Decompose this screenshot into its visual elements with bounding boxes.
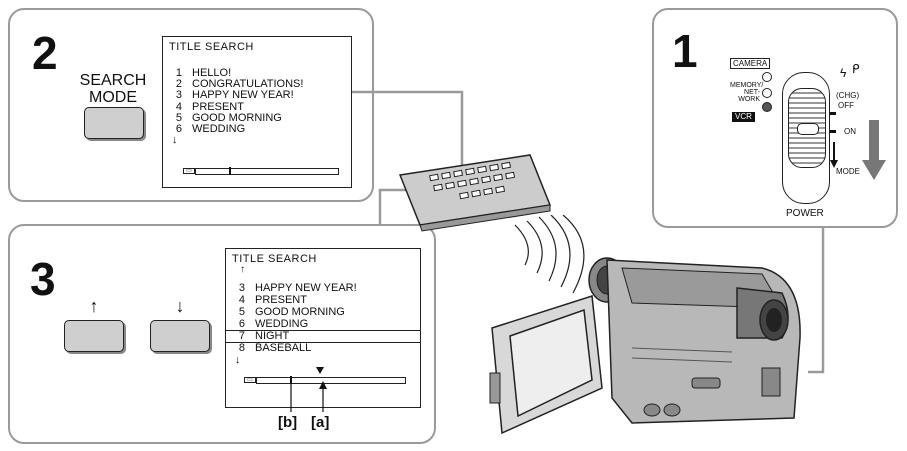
- search-mode-label: SEARCH MODE: [68, 72, 158, 106]
- title-item-text: WEDDING: [192, 123, 246, 135]
- title-item-text: GOOD MORNING: [255, 306, 345, 318]
- cassette-icon: ▭: [183, 168, 195, 174]
- title-item-number: 4: [175, 100, 182, 113]
- step-1-number: 1: [672, 25, 698, 77]
- on-label: ON: [844, 127, 856, 136]
- memory-mode-label: MEMORY/ NET- WORK: [730, 82, 764, 103]
- memory-mode-lamp: [762, 88, 772, 98]
- search-mode-label-line2: MODE: [89, 89, 137, 106]
- title-item-text: GOOD MORNING: [192, 111, 282, 124]
- infrared-waves: [514, 215, 585, 294]
- power-switch-lock-button[interactable]: [797, 123, 819, 135]
- screen-title: TITLE SEARCH: [169, 41, 254, 53]
- title-item-number: 5: [238, 306, 245, 318]
- title-item-number: 8: [238, 342, 245, 354]
- lamp-icon: ᑭ: [852, 62, 860, 76]
- remote-control: [398, 154, 552, 232]
- title-search-screen-2: TITLE SEARCH 1 HELLO! 2 CONGRATULATIONS! 3 HA…: [162, 36, 352, 188]
- title-item-number: 1: [175, 67, 182, 79]
- title-item-number: 2: [175, 78, 182, 91]
- title-item-number: 3: [238, 282, 245, 294]
- title-item-text: PRESENT: [192, 100, 244, 113]
- step-3-number: 3: [30, 253, 56, 305]
- title-item-number: 7: [238, 330, 245, 342]
- callout-b-label: [b]: [278, 414, 298, 431]
- tape-position-bar: [256, 377, 406, 384]
- title-item-text: WEDDING: [255, 318, 309, 330]
- scroll-up-indicator: ↑: [240, 264, 245, 275]
- tape-current-position-marker-b: [290, 376, 292, 384]
- title-item-text: HAPPY NEW YEAR!: [255, 282, 357, 294]
- title-item-number: 6: [175, 123, 182, 135]
- power-switch-housing: [782, 72, 830, 204]
- camera-mode-lamp: [762, 72, 772, 82]
- title-item-text: HELLO!: [192, 67, 232, 79]
- vcr-mode-label: VCR: [732, 112, 755, 122]
- tape-current-position-marker: [229, 167, 231, 175]
- power-label: POWER: [786, 208, 824, 219]
- step-2-number: 2: [32, 27, 58, 79]
- title-item-number: 4: [238, 294, 245, 306]
- step-1-panel: 1 CAMERA MEMORY/ NET- WORK VCR ϟ ᑭ (CHG)…: [652, 8, 898, 228]
- down-button[interactable]: [150, 320, 210, 352]
- scroll-down-indicator: ↓: [235, 354, 241, 366]
- flash-icon: ϟ: [840, 66, 847, 80]
- search-mode-button[interactable]: [84, 107, 144, 139]
- screen-title: TITLE SEARCH: [232, 253, 317, 265]
- selected-row-highlight: [225, 330, 421, 343]
- up-button[interactable]: [64, 320, 124, 352]
- cassette-icon: ▭: [244, 377, 256, 383]
- scroll-down-indicator: ↓: [172, 134, 178, 147]
- mode-label: MODE: [836, 167, 860, 176]
- off-label: OFF: [838, 101, 854, 110]
- callout-a-label: [a]: [311, 414, 330, 431]
- memory-line2: NET-: [744, 89, 760, 96]
- camera-mode-label: CAMERA: [730, 58, 771, 69]
- title-item-text: PRESENT: [255, 294, 307, 306]
- title-search-screen-3: TITLE SEARCH ↑ 3 HAPPY NEW YEAR! 4 PRESENT 5…: [225, 248, 421, 408]
- memory-line1: MEMORY/: [730, 82, 764, 89]
- search-target-triangle: [316, 367, 324, 374]
- title-item-text: HAPPY NEW YEAR!: [192, 89, 294, 102]
- title-item-text: NIGHT: [255, 330, 290, 342]
- up-arrow-label: ↑: [89, 296, 99, 316]
- title-item-number: 6: [238, 318, 245, 330]
- chg-label: (CHG): [836, 91, 860, 100]
- title-item-number: 5: [175, 111, 182, 124]
- vcr-mode-lamp: [762, 102, 772, 112]
- search-mode-label-line1: SEARCH: [79, 72, 147, 89]
- title-item-number: 3: [175, 89, 182, 102]
- camcorder-illustration: [489, 257, 801, 435]
- tape-position-bar: [195, 168, 339, 175]
- memory-line3: WORK: [738, 96, 760, 103]
- down-arrow-label: ↓: [175, 296, 185, 316]
- title-item-text: BASEBALL: [255, 342, 312, 354]
- title-item-text: CONGRATULATIONS!: [192, 78, 304, 91]
